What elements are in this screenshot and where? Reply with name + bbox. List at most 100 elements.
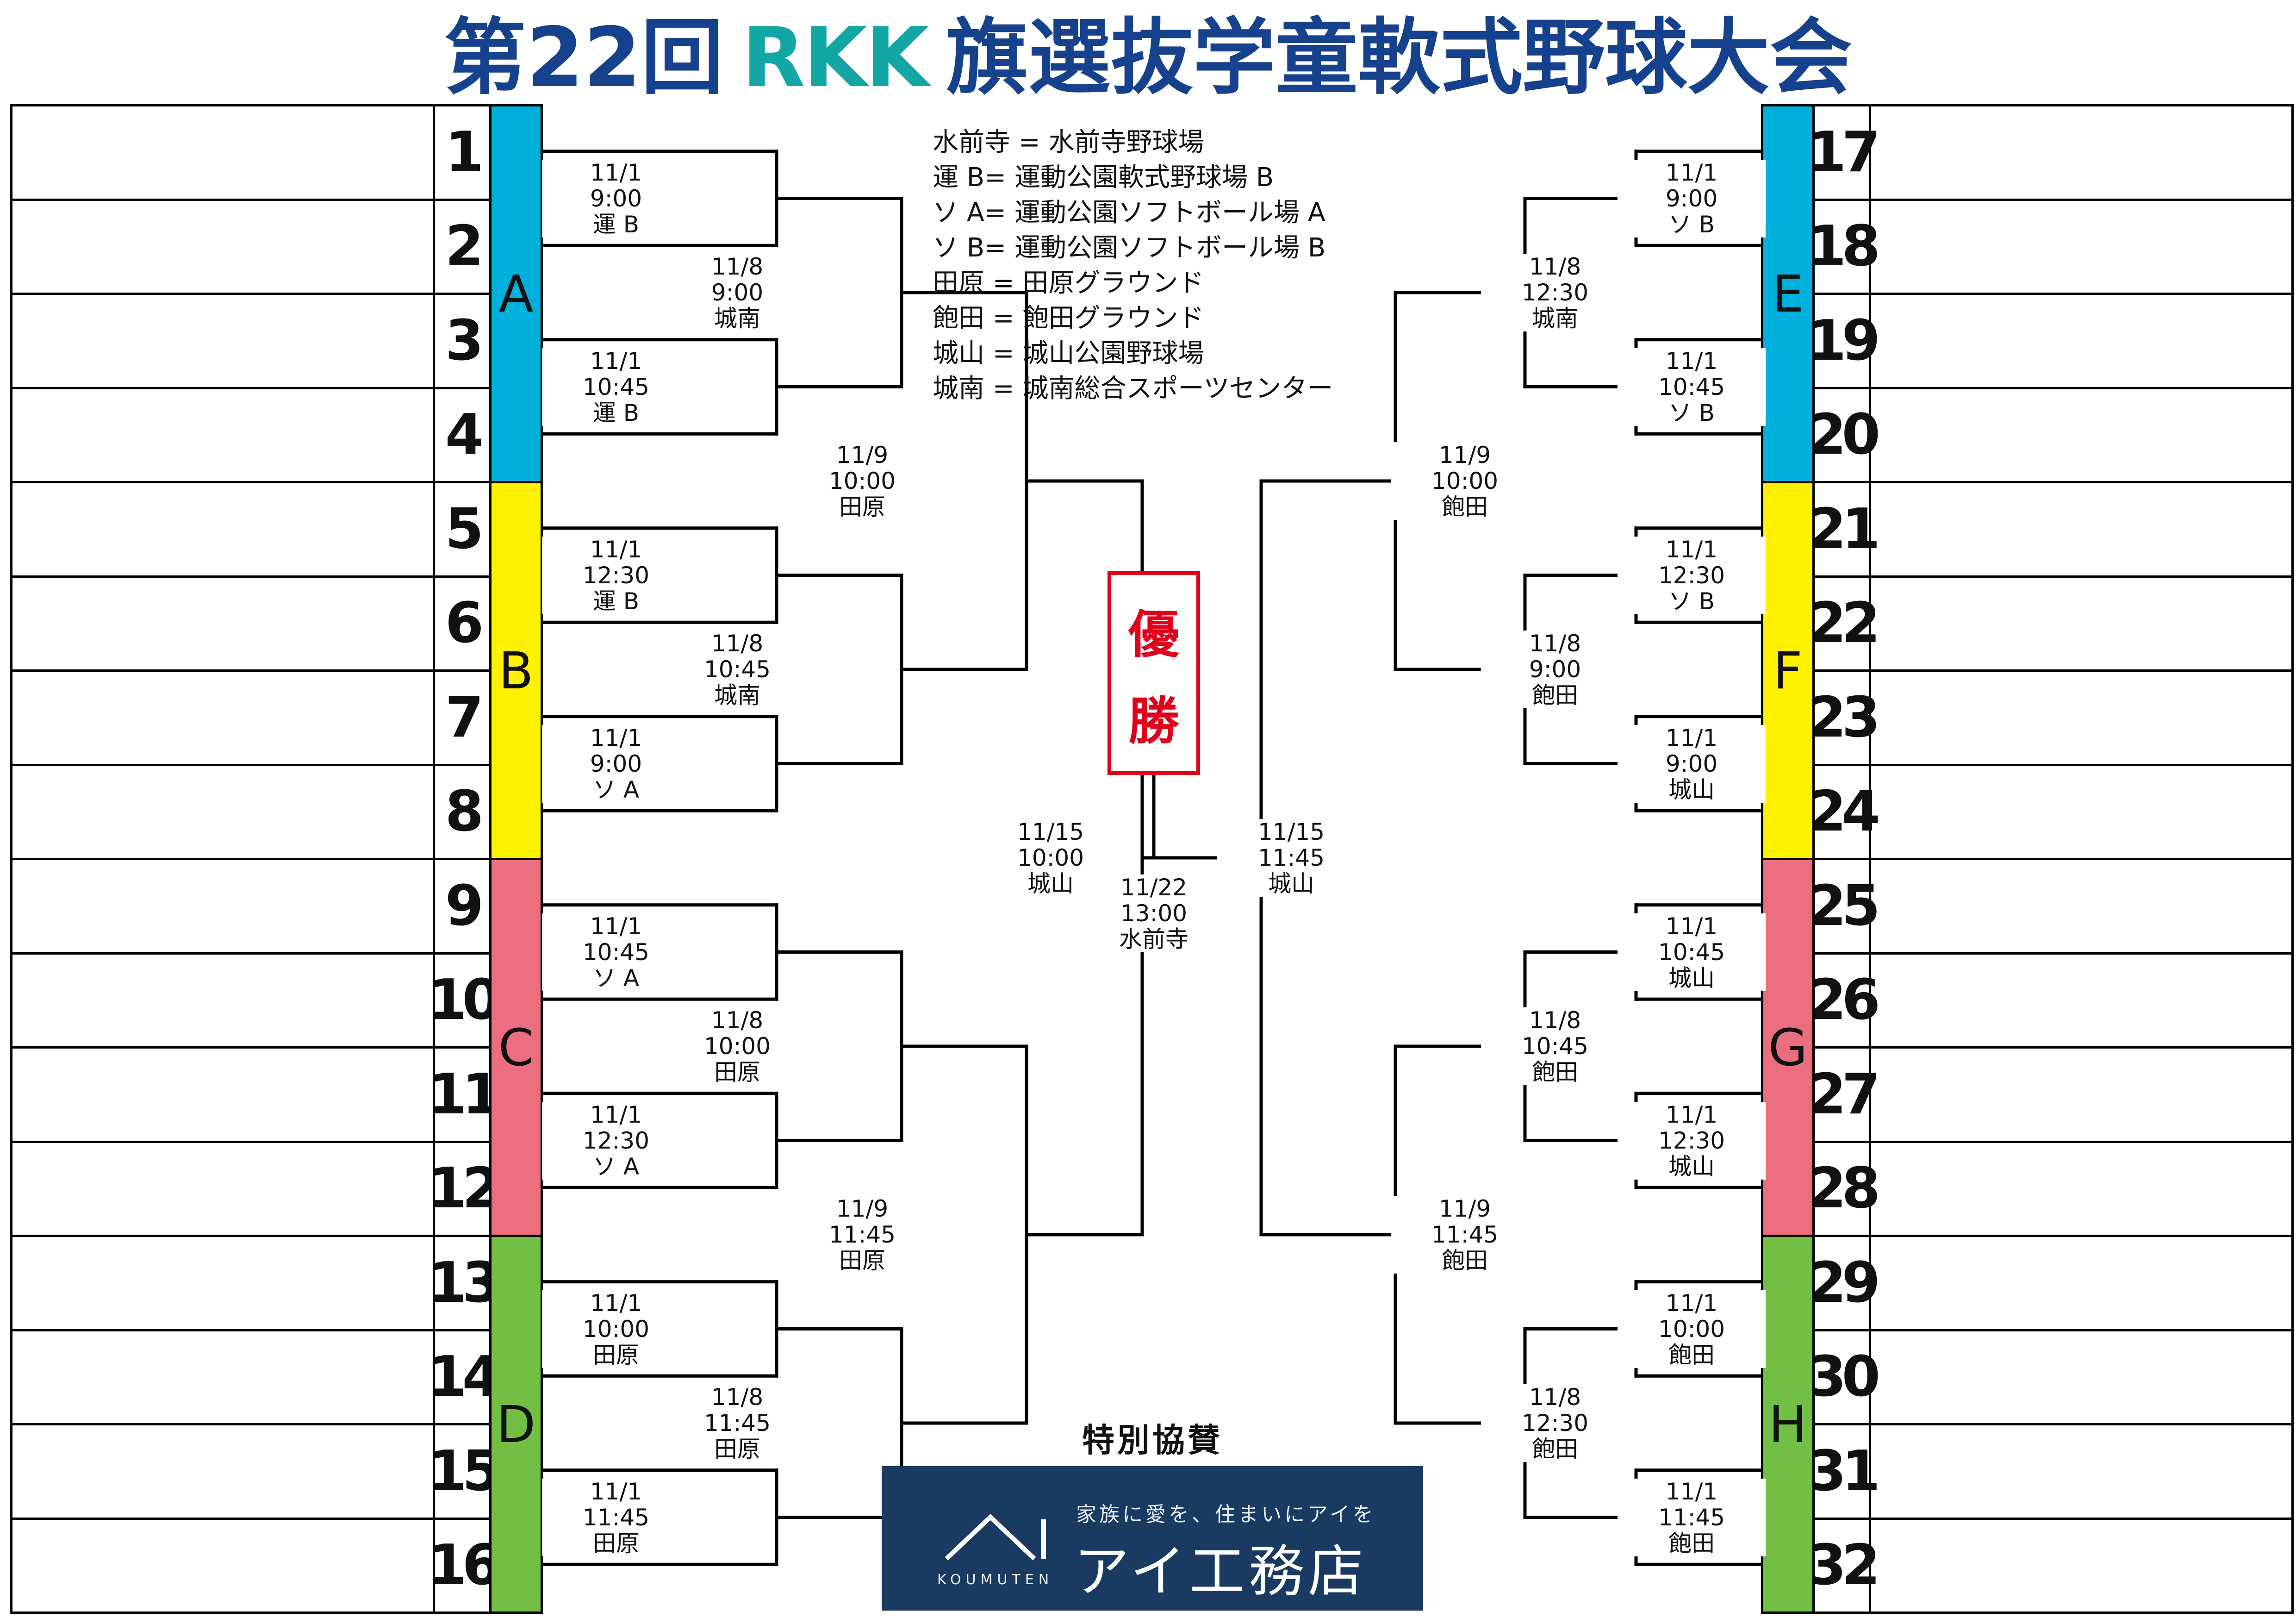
team-number: 1 bbox=[433, 104, 492, 201]
sponsor-logo-sub: KOUMUTEN bbox=[937, 1572, 1054, 1588]
team-number: 16 bbox=[428, 1517, 501, 1614]
match-venue: 城山 bbox=[1027, 870, 1074, 897]
team-number: 19 bbox=[1808, 293, 1880, 389]
team-name-cell bbox=[1869, 763, 2294, 860]
match-date: 11/1 bbox=[590, 1478, 642, 1505]
match-date: 11/1 bbox=[590, 1101, 642, 1128]
legend-item: 運 B= 運動公園軟式野球場 B bbox=[933, 162, 1274, 193]
team-number: 5 bbox=[433, 481, 492, 578]
block-label: E bbox=[1761, 104, 1815, 483]
team-number: 2 bbox=[433, 198, 492, 295]
match-venue: 田原 bbox=[714, 1059, 760, 1086]
team-number: 10 bbox=[428, 952, 501, 1049]
team-number: 22 bbox=[1808, 575, 1880, 672]
match-venue: 田原 bbox=[593, 1530, 639, 1557]
match-time: 10:45 bbox=[1521, 1033, 1589, 1060]
match-time: 10:00 bbox=[1017, 844, 1084, 871]
match-time: 11:45 bbox=[828, 1221, 896, 1248]
team-number: 6 bbox=[433, 575, 492, 672]
team-number: 9 bbox=[433, 858, 492, 955]
block-label: G bbox=[1761, 858, 1815, 1237]
team-name-cell bbox=[1869, 1046, 2294, 1143]
title-edition: 第22回 bbox=[444, 10, 723, 106]
match-date: 11/15 bbox=[1017, 818, 1084, 845]
sponsor-banner: KOUMUTEN 家族に愛を、住まいにアイを アイ工務店 bbox=[882, 1466, 1423, 1611]
match-time: 10:45 bbox=[582, 373, 650, 400]
legend-item: 飽田 = 飽田グラウンド bbox=[933, 303, 1204, 333]
match-date: 11/1 bbox=[590, 159, 642, 186]
team-name-cell bbox=[10, 1235, 435, 1331]
team-name-cell bbox=[1869, 952, 2294, 1049]
match-venue: 飽田 bbox=[1532, 682, 1578, 709]
match-venue: 城山 bbox=[1668, 776, 1715, 803]
match-time: 10:00 bbox=[1431, 468, 1499, 494]
match-date: 11/1 bbox=[1665, 912, 1718, 940]
match-date: 11/8 bbox=[1529, 253, 1581, 280]
team-name-cell bbox=[10, 858, 435, 955]
match-date: 11/1 bbox=[1665, 724, 1718, 751]
match-venue: 飽田 bbox=[1668, 1341, 1715, 1368]
match-time: 12:30 bbox=[582, 562, 650, 589]
match-time: 11:45 bbox=[1658, 1504, 1725, 1531]
team-number: 25 bbox=[1808, 858, 1880, 955]
team-number: 20 bbox=[1808, 387, 1880, 483]
match-venue: 田原 bbox=[714, 1436, 760, 1462]
match-date: 11/9 bbox=[836, 1195, 889, 1222]
match-venue: 田原 bbox=[839, 1247, 885, 1274]
match-time: 10:45 bbox=[703, 656, 771, 683]
match-date: 11/8 bbox=[1529, 630, 1581, 657]
champion-char: 優 bbox=[1128, 605, 1179, 664]
match-time: 9:00 bbox=[711, 279, 764, 306]
match-time: 10:00 bbox=[828, 468, 896, 494]
team-number: 28 bbox=[1808, 1140, 1880, 1237]
match-time: 10:45 bbox=[582, 938, 650, 966]
match-date: 11/9 bbox=[836, 442, 889, 468]
venue-legend: 水前寺 = 水前寺野球場 運 B= 運動公園軟式野球場 B ソ A= 運動公園ソ… bbox=[933, 125, 1333, 406]
legend-item: 城山 = 城山公園野球場 bbox=[933, 338, 1204, 369]
team-name-cell bbox=[1869, 858, 2294, 955]
match-venue: 飽田 bbox=[1668, 1530, 1715, 1557]
match-date: 11/1 bbox=[1665, 159, 1718, 186]
match-time: 12:30 bbox=[582, 1127, 650, 1154]
match-venue: ソ A bbox=[592, 1153, 640, 1180]
match-date: 11/1 bbox=[1665, 536, 1718, 563]
block-label: D bbox=[489, 1235, 543, 1614]
match-venue: 飽田 bbox=[1532, 1059, 1578, 1086]
team-number: 18 bbox=[1808, 198, 1880, 295]
match-time: 11:45 bbox=[582, 1504, 650, 1531]
match-date: 11/1 bbox=[590, 536, 642, 563]
match-venue: 水前寺 bbox=[1119, 926, 1188, 953]
team-name-cell bbox=[1869, 1517, 2294, 1614]
match-time: 10:45 bbox=[1658, 938, 1725, 966]
team-name-cell bbox=[10, 104, 435, 201]
match-date: 11/8 bbox=[1529, 1384, 1581, 1411]
match-time: 9:00 bbox=[590, 185, 642, 212]
team-number: 31 bbox=[1808, 1423, 1880, 1520]
match-date: 11/1 bbox=[590, 724, 642, 751]
team-number: 30 bbox=[1808, 1329, 1880, 1425]
match-date: 11/9 bbox=[1438, 442, 1491, 468]
match-time: 12:30 bbox=[1521, 1410, 1589, 1437]
team-number: 3 bbox=[433, 293, 492, 389]
title-brand-logo: RKK bbox=[741, 10, 929, 106]
team-number: 26 bbox=[1808, 952, 1880, 1049]
